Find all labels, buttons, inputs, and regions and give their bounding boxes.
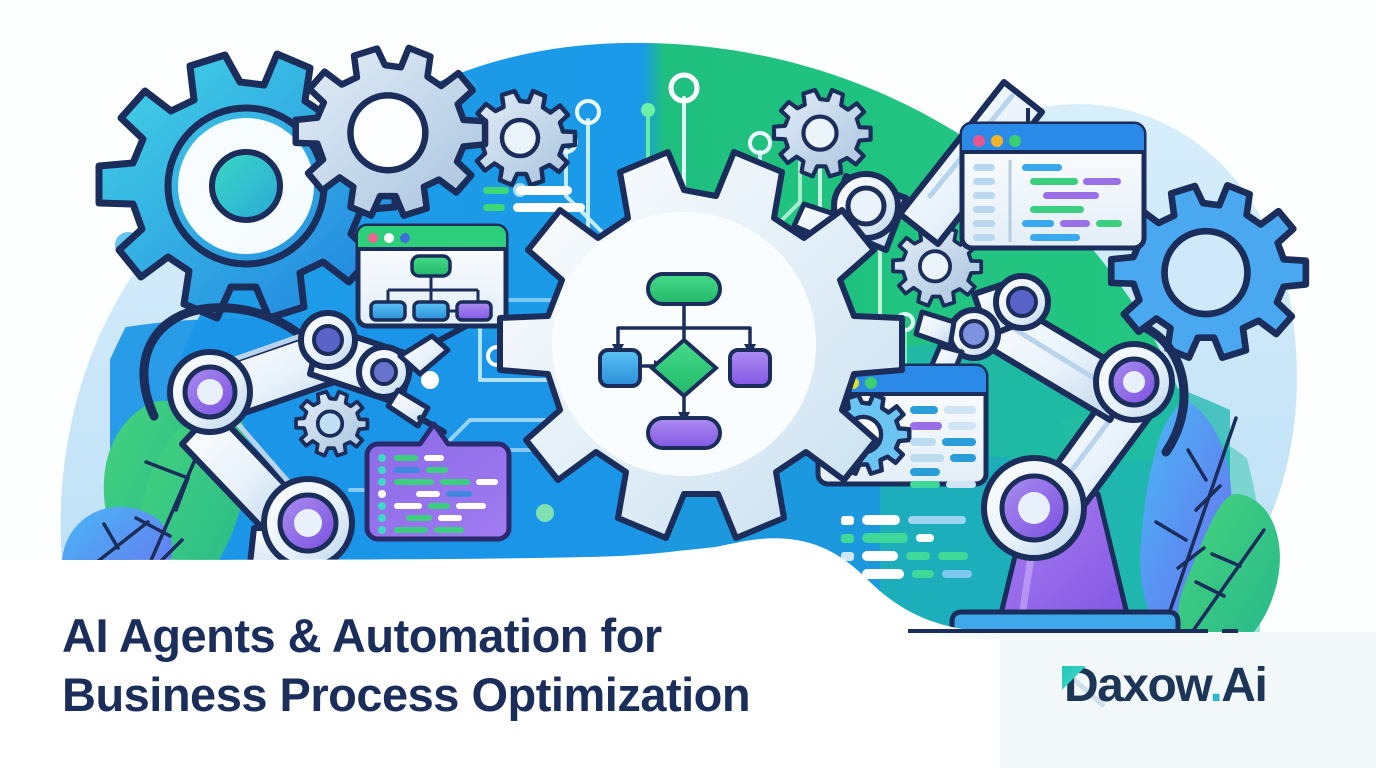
robot-arm-left <box>139 303 469 603</box>
window-dot-maximize <box>1009 135 1021 147</box>
gear-small-scatter-c <box>891 224 984 308</box>
code-lines <box>1022 164 1122 241</box>
banner-title-line-2: Business Process Optimization <box>62 668 751 721</box>
code-window-top-right[interactable] <box>959 108 1147 251</box>
settings-rows <box>910 406 976 488</box>
central-gear[interactable] <box>497 149 905 541</box>
window-dot-close <box>368 233 378 243</box>
robot-arm-right <box>913 273 1189 639</box>
checklist-lines <box>841 515 972 579</box>
logo-name-suffix: Ai <box>1221 659 1268 712</box>
flow-node-task-a <box>598 348 642 388</box>
code-panel-purple[interactable] <box>364 421 512 542</box>
flow-node-decision <box>648 337 720 399</box>
code-gutter-marks <box>973 164 995 241</box>
flow-node-end <box>646 416 722 450</box>
flow-node-start <box>646 272 722 306</box>
window-dot-maximize <box>400 233 410 243</box>
banner-title: AI Agents & Automation for Business Proc… <box>62 606 751 724</box>
panel-code-lines <box>394 455 498 533</box>
window-dot-minimize <box>384 233 394 243</box>
window-dot-close <box>973 135 985 147</box>
window-dot-maximize <box>865 377 877 389</box>
flow-node-task-b <box>728 348 772 388</box>
panel-bullets <box>378 454 386 534</box>
window-dot-minimize <box>991 135 1003 147</box>
diagram-window-left[interactable] <box>355 223 509 329</box>
logo-wordmark: Daxow.Ai <box>1064 659 1268 712</box>
brand-logo[interactable]: Daxow.Ai <box>1062 659 1268 712</box>
gear-small-scatter-d <box>294 389 370 458</box>
gear-small-scatter-b <box>771 87 873 179</box>
leaves-right <box>1140 400 1280 655</box>
logo-name-dot: . <box>1209 659 1222 712</box>
small-gear-left <box>292 44 489 219</box>
logo-name-main: Daxow <box>1064 659 1211 712</box>
flowchart <box>598 272 772 450</box>
banner-title-line-1: AI Agents & Automation for <box>62 609 662 662</box>
accent-lines-top <box>483 186 585 212</box>
